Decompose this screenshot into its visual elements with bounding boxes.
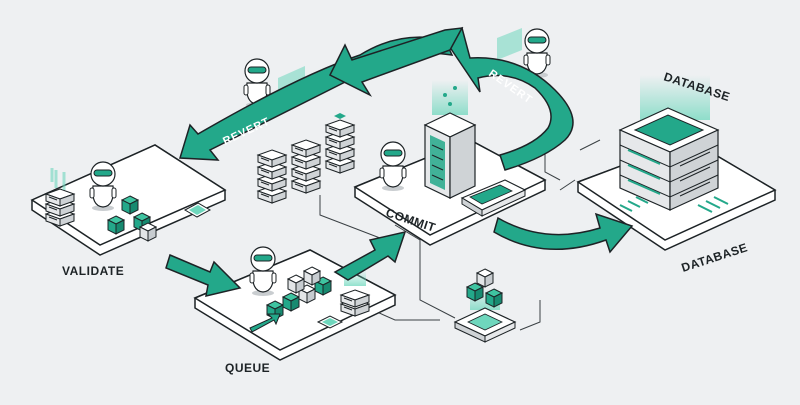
top-right-robot xyxy=(497,28,551,79)
chip-icon xyxy=(183,202,212,218)
chip-icon xyxy=(453,268,517,343)
cube-icon xyxy=(476,268,494,288)
cube-icon xyxy=(121,195,139,215)
database-platform xyxy=(576,75,777,251)
server-rack-icon xyxy=(423,112,477,199)
validate-label: VALIDATE xyxy=(62,264,124,278)
flow-arrow-queue-commit xyxy=(333,230,407,281)
hologram-screen-icon xyxy=(497,28,522,60)
server-stacks xyxy=(257,113,355,204)
queue-label: QUEUE xyxy=(225,361,270,375)
commit-platform xyxy=(353,80,547,246)
flow-arrow-commit-database xyxy=(493,212,634,254)
database-bottom-label: DATABASE xyxy=(680,240,750,275)
database-server-icon xyxy=(618,107,720,211)
revert-arrow xyxy=(179,26,574,171)
validate-platform xyxy=(30,144,227,256)
keyboard-icon xyxy=(460,179,527,217)
flow-arrow-validate-queue xyxy=(165,253,242,297)
arrow-icon xyxy=(249,313,281,333)
